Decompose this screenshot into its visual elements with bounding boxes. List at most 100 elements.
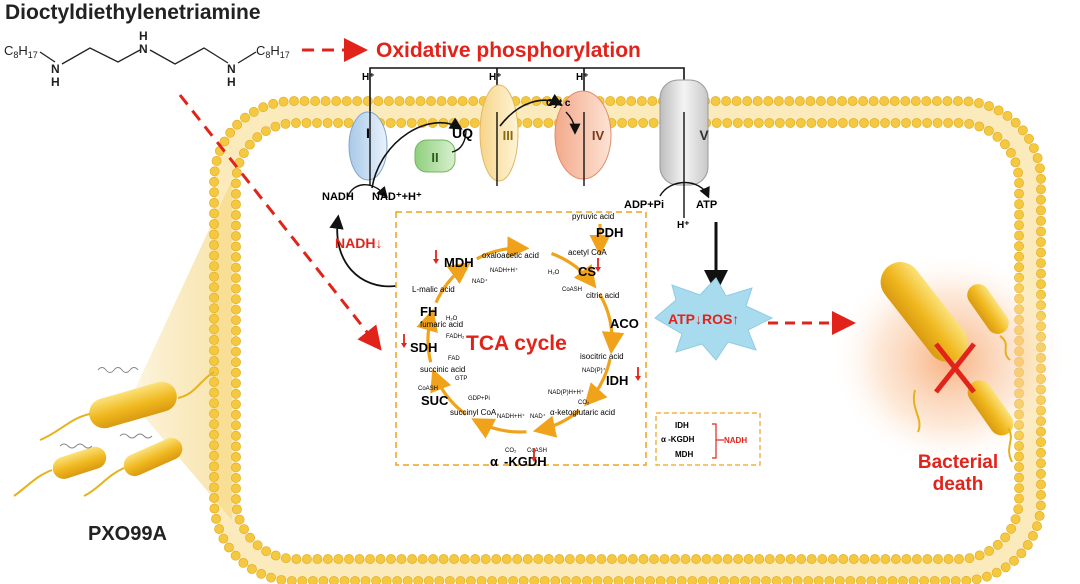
lipid-head	[375, 554, 386, 564]
lipid-head	[943, 118, 953, 128]
lipid-head	[697, 576, 708, 584]
lipid-head	[231, 262, 241, 273]
lipid-head	[1006, 147, 1016, 158]
lipid-head	[1022, 540, 1033, 550]
lipid-head	[655, 576, 666, 584]
lipid-head	[278, 96, 289, 107]
lipid-head	[362, 96, 373, 106]
lipid-head	[792, 576, 803, 584]
lipid-head	[891, 554, 901, 564]
lipid-head	[350, 576, 360, 584]
lipid-head	[231, 399, 241, 410]
lipid-head	[764, 554, 775, 564]
lipid-head	[231, 409, 241, 420]
complex-IV-label: IV	[592, 128, 605, 143]
lipid-head	[983, 125, 994, 136]
lipid-head	[428, 554, 438, 564]
lipid-head	[231, 199, 241, 210]
tca-title: TCA cycle	[466, 332, 567, 355]
lipid-head	[529, 576, 540, 584]
lipid-head	[932, 118, 943, 128]
lipid-head	[889, 96, 900, 106]
decrease-arrow-head	[595, 267, 601, 272]
lipid-head	[209, 271, 219, 282]
lipid-head	[627, 118, 638, 128]
lipid-head	[248, 107, 259, 117]
strain-label: PXO99A	[88, 523, 167, 545]
lipid-head	[605, 96, 616, 106]
lipid-head	[879, 96, 890, 106]
lipid-head	[365, 554, 375, 564]
lipid-head	[866, 576, 877, 584]
lipid-head	[423, 576, 434, 584]
lipid-head	[270, 121, 281, 132]
lipid-head	[497, 576, 508, 584]
lipid-head	[360, 576, 371, 584]
lipid-head	[911, 118, 922, 128]
lipid-head	[209, 282, 219, 293]
lipid-head	[209, 176, 219, 187]
cofactor-nadh-kg: NADH+H⁺	[497, 413, 525, 420]
lipid-head	[1034, 511, 1045, 521]
lipid-head	[877, 576, 887, 584]
lipid-head	[299, 96, 310, 106]
lipid-head	[487, 576, 497, 584]
lipid-head	[211, 155, 222, 166]
lipid-head	[753, 118, 764, 128]
lipid-head	[971, 574, 982, 584]
lipid-head	[1010, 117, 1021, 128]
lipid-head	[268, 98, 279, 109]
lipid-head	[231, 283, 241, 294]
complex-III-label: III	[503, 128, 514, 143]
lipid-head	[291, 118, 301, 128]
enzyme-cs: CS	[578, 264, 596, 279]
lipid-head	[1036, 489, 1046, 500]
lipid-head	[626, 96, 637, 106]
lipid-head	[974, 121, 985, 132]
nadh-decrease: NADH↓	[335, 235, 382, 251]
lipid-head	[209, 219, 219, 229]
lipid-head	[225, 127, 236, 138]
lipid-head	[940, 576, 951, 584]
lipid-head	[415, 96, 426, 106]
lipid-head	[219, 136, 230, 147]
lipid-head	[258, 102, 269, 113]
lipid-head	[341, 96, 352, 106]
lipid-head	[806, 554, 817, 564]
lipid-head	[333, 554, 344, 564]
lipid-head	[260, 126, 271, 137]
lipid-head	[659, 554, 670, 564]
amine-h-right: H	[227, 75, 236, 89]
legend-kgdh: α -KGDH	[661, 435, 695, 444]
lipid-head	[209, 398, 219, 408]
lipid-head	[1036, 226, 1046, 237]
lipid-head	[560, 576, 571, 584]
lipid-head	[231, 504, 242, 515]
lipid-head	[1036, 458, 1046, 469]
lipid-head	[943, 554, 954, 564]
tca-arrow	[584, 358, 612, 407]
lipid-head	[900, 96, 911, 106]
lipid-head	[406, 118, 417, 128]
lipid-head	[638, 554, 649, 564]
lipid-head	[826, 96, 837, 106]
lipid-head	[1036, 268, 1046, 279]
enzyme-suc: SUC	[421, 393, 449, 408]
lipid-head	[838, 554, 849, 564]
lipid-head	[1014, 188, 1024, 199]
lipid-head	[1032, 153, 1043, 163]
lipid-head	[214, 524, 224, 534]
lipid-head	[522, 554, 533, 564]
lipid-head	[984, 546, 994, 556]
lipid-head	[827, 118, 838, 128]
lipid-head	[942, 96, 953, 106]
treated-bacteria	[13, 367, 215, 497]
lipid-head	[238, 148, 249, 159]
lipid-head	[240, 112, 250, 123]
lipid-head	[1014, 472, 1024, 483]
lipid-head	[522, 118, 533, 128]
lipid-head	[209, 345, 219, 356]
lipid-head	[252, 540, 263, 550]
lipid-head	[231, 441, 241, 452]
lipid-head	[816, 96, 826, 106]
